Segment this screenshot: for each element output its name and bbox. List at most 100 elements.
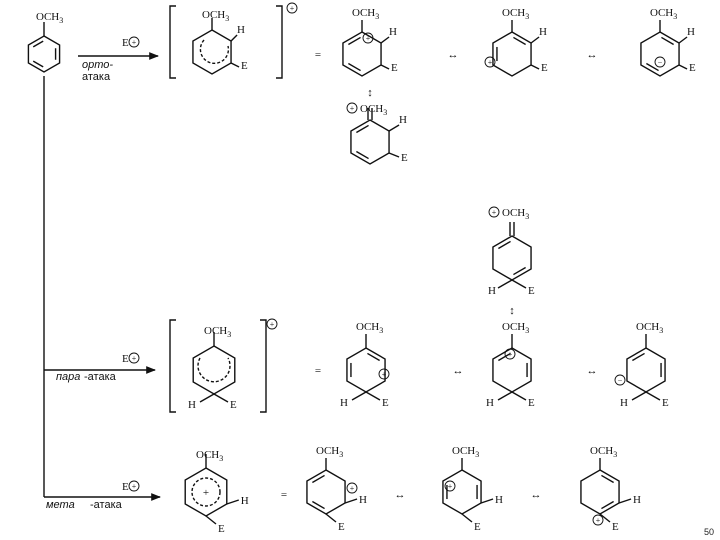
charge-circle: [128, 352, 140, 364]
resonance-arrow: ↔: [587, 365, 598, 377]
electrophile: E: [528, 397, 535, 409]
double-bond-inner: [348, 62, 361, 72]
charge-circle: [346, 102, 358, 114]
bond-e: [213, 393, 229, 403]
para-bracket-right: [260, 319, 267, 413]
para-attack-italic: пара: [56, 371, 80, 383]
electrophile: E: [230, 399, 237, 411]
bond-h: [380, 36, 390, 44]
ortho-charge: +: [366, 34, 371, 43]
resonance-arrow: ↔: [531, 489, 542, 501]
bond-h: [226, 499, 240, 505]
para-bracket-charge: +: [270, 320, 275, 329]
meta-attack-italic: мета: [46, 499, 75, 511]
bond-h: [497, 279, 513, 289]
charge-circle: [654, 56, 666, 68]
para-bracket-left: [169, 319, 176, 413]
double-bond-inner: [367, 352, 380, 362]
para-hybrid-och3: OCH3: [204, 325, 231, 339]
equals-sign: =: [315, 49, 321, 61]
bond-e: [645, 391, 661, 401]
h-atom: H: [488, 285, 496, 297]
double-bond-inner: [32, 60, 44, 68]
meta-resonance-ring: [306, 469, 346, 515]
electrophile: E: [338, 521, 345, 533]
charge-circle: [488, 206, 500, 218]
ortho-resonance-ring: [492, 31, 532, 77]
h-atom: H: [188, 399, 196, 411]
bond-h: [351, 391, 367, 401]
charge-circle: [592, 514, 604, 526]
para-sigma-ring: [192, 345, 236, 395]
anisole-ring: [27, 35, 61, 73]
ortho-charge: −: [658, 58, 663, 67]
double-bond-inner: [498, 240, 511, 250]
meta-resonance-och3: OCH3: [452, 445, 479, 459]
double-bond-inner: [356, 150, 369, 160]
electrophile: E: [474, 521, 481, 533]
ortho-resonance-och3: OCH3: [650, 7, 677, 21]
para-oxonium-charge: +: [492, 208, 497, 217]
double-bond-inner: [348, 36, 361, 46]
ortho-resonance-och3: OCH3: [502, 7, 529, 21]
reagent-charge: +: [132, 482, 137, 491]
charge-circle: [286, 2, 298, 14]
bond-h: [618, 498, 632, 504]
meta-resonance-ring: [442, 469, 482, 515]
para-charge: +: [508, 350, 513, 359]
meta-charge: +: [350, 484, 355, 493]
meta-resonance-ring: [580, 469, 620, 515]
resonance-arrow: ↔: [587, 49, 598, 61]
reagent-charge: +: [132, 354, 137, 363]
vertical-resonance: ↕: [367, 87, 373, 99]
h-atom: H: [633, 494, 641, 506]
ortho-bracket-right: [276, 5, 283, 79]
electrophile: E: [382, 397, 389, 409]
bond-e: [365, 391, 381, 401]
reagent-e: E: [122, 37, 129, 49]
charge-circle: [128, 36, 140, 48]
bond-h: [631, 391, 647, 401]
double-bond-inner: [498, 352, 511, 362]
delocalized-arc: [199, 39, 230, 65]
double-bond-inner: [601, 474, 614, 484]
h-atom: H: [241, 495, 249, 507]
reagent-charge: +: [132, 38, 137, 47]
ortho-oxonium-ring: [350, 119, 390, 165]
bond-e: [678, 64, 688, 70]
double-bond-inner: [513, 266, 526, 276]
bond-h: [497, 391, 513, 401]
bond-e: [511, 391, 527, 401]
bond-e: [511, 279, 527, 289]
electrophile: E: [689, 62, 696, 74]
bond-e: [205, 515, 217, 525]
charge-circle: [362, 32, 374, 44]
bond-h: [530, 36, 540, 44]
charge-circle: [378, 368, 390, 380]
bond-h: [199, 393, 215, 403]
para-charge: −: [618, 376, 623, 385]
double-bond-inner: [513, 36, 526, 46]
ortho-charge: +: [488, 58, 493, 67]
para-resonance-ring: [346, 347, 386, 393]
h-atom: H: [237, 24, 245, 36]
ortho-oxonium-och3: OCH3: [360, 103, 387, 117]
ortho-resonance-ring: [640, 31, 680, 77]
double-bond-inner: [32, 40, 44, 48]
charge-circle: [346, 482, 358, 494]
bond-e: [461, 513, 473, 523]
meta-attack-rest: -атака: [90, 499, 123, 511]
oxonium-charge: +: [350, 104, 355, 113]
delocalized-arc: [197, 357, 231, 383]
meta-hybrid-plus: +: [203, 487, 209, 499]
h-atom: H: [340, 397, 348, 409]
h-atom: H: [399, 114, 407, 126]
charge-circle: [484, 56, 496, 68]
double-bond-inner: [356, 124, 369, 134]
h-atom: H: [539, 26, 547, 38]
meta-charge: +: [596, 516, 601, 525]
bond-h: [480, 498, 494, 504]
electrophile: E: [401, 152, 408, 164]
resonance-arrow: ↔: [395, 489, 406, 501]
